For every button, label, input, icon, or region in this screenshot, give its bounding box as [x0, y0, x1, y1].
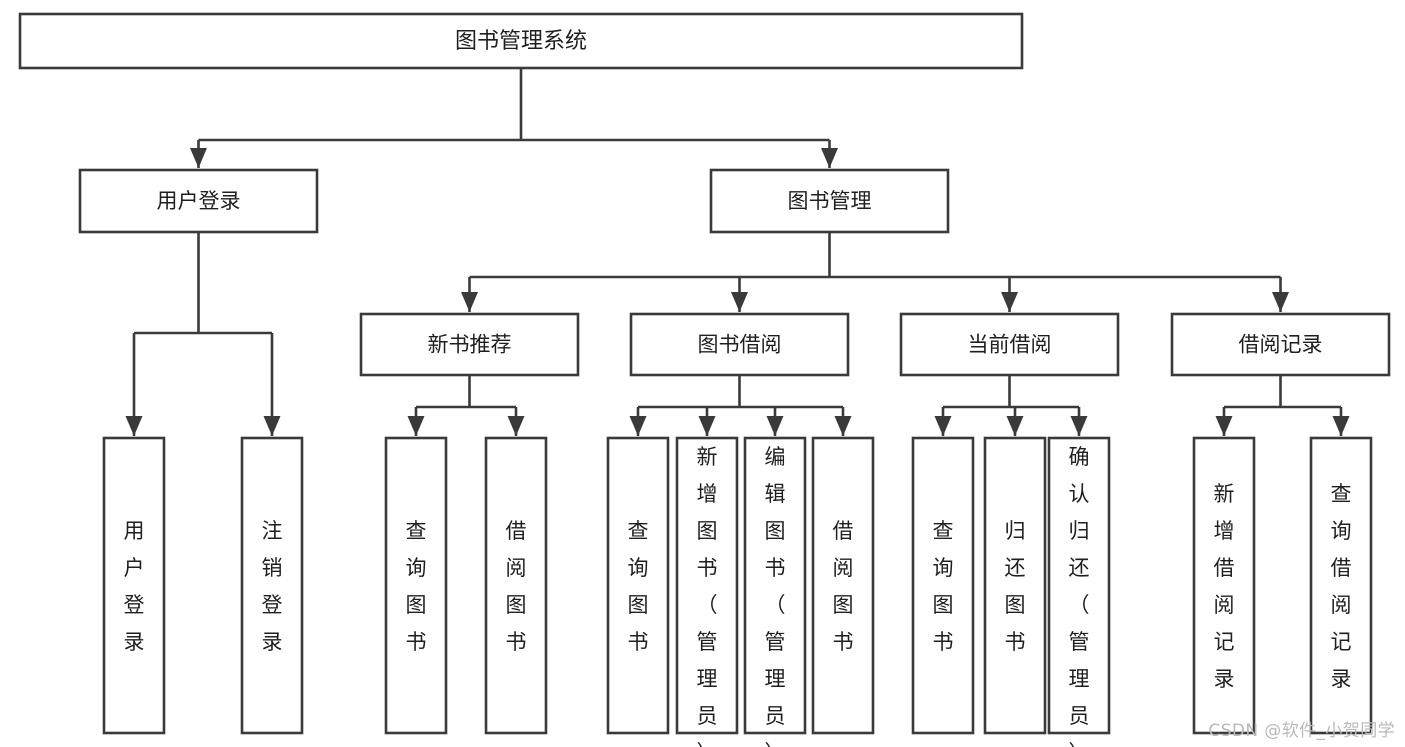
leaf-node-rect[interactable] — [743, 436, 807, 735]
arrow-head-icon — [821, 148, 838, 168]
level1-node-label: 用户登录 — [157, 189, 241, 213]
leaf-node-3[interactable]: 借阅图书 — [484, 436, 548, 735]
level2-node-1[interactable]: 图书借阅 — [629, 312, 850, 377]
leaf-node-0[interactable]: 用户登录 — [102, 436, 166, 735]
level2-node-3[interactable]: 借阅记录 — [1170, 312, 1391, 377]
arrow-head-icon — [1272, 292, 1289, 312]
arrow-head-icon — [766, 416, 784, 436]
leaf-node-9[interactable]: 归还图书 — [983, 436, 1047, 735]
level1-node-rect[interactable] — [709, 168, 950, 234]
root-node[interactable]: 图书管理系统 — [18, 12, 1024, 70]
level1-node-0[interactable]: 用户登录 — [78, 168, 319, 234]
leaf-node-rect[interactable] — [1192, 436, 1256, 735]
level2-node-label: 当前借阅 — [968, 333, 1052, 357]
connector-layer — [125, 68, 1350, 436]
leaf-node-label: 新增借阅记录 — [1214, 482, 1235, 691]
leaf-node-4[interactable]: 查询图书 — [606, 436, 670, 735]
leaf-node-7[interactable]: 借阅图书 — [811, 436, 875, 735]
leaf-node-label: 借阅图书 — [506, 519, 527, 654]
leaf-node-label: 新增图书（管理员） — [697, 445, 718, 747]
arrow-head-icon — [629, 416, 647, 436]
arrow-head-icon — [125, 416, 143, 436]
level2-node-rect[interactable] — [629, 312, 850, 377]
level2-node-2[interactable]: 当前借阅 — [899, 312, 1120, 377]
arrow-head-icon — [461, 292, 478, 312]
leaf-node-label: 编辑图书（管理员） — [765, 445, 786, 747]
leaf-node-label: 借阅图书 — [833, 519, 854, 654]
leaf-node-5[interactable]: 新增图书（管理员） — [675, 436, 739, 747]
leaf-node-rect[interactable] — [911, 436, 975, 735]
level2-node-0[interactable]: 新书推荐 — [359, 312, 580, 377]
arrow-head-icon — [834, 416, 852, 436]
leaf-node-rect[interactable] — [1047, 436, 1111, 735]
arrow-head-icon — [190, 148, 207, 168]
arrow-head-icon — [934, 416, 952, 436]
leaf-node-rect[interactable] — [1309, 436, 1373, 735]
arrow-head-icon — [507, 416, 525, 436]
level2-node-label: 图书借阅 — [698, 333, 782, 357]
arrow-head-icon — [1332, 416, 1350, 436]
level2-node-label: 借阅记录 — [1239, 333, 1323, 357]
leaf-node-rect[interactable] — [240, 436, 304, 735]
arrow-head-icon — [1001, 292, 1018, 312]
leaf-node-12[interactable]: 查询借阅记录 — [1309, 436, 1373, 735]
leaf-node-rect[interactable] — [811, 436, 875, 735]
arrow-head-icon — [1215, 416, 1233, 436]
leaf-node-label: 查询图书 — [406, 519, 427, 654]
arrow-head-icon — [1070, 416, 1088, 436]
leaf-node-label: 查询图书 — [933, 519, 954, 654]
arrow-head-icon — [1006, 416, 1024, 436]
level2-node-rect[interactable] — [359, 312, 580, 377]
leaf-node-11[interactable]: 新增借阅记录 — [1192, 436, 1256, 735]
leaf-node-label: 确认归还（管理员） — [1069, 445, 1090, 747]
leaf-node-1[interactable]: 注销登录 — [240, 436, 304, 735]
root-node-label: 图书管理系统 — [455, 29, 587, 54]
leaf-node-rect[interactable] — [484, 436, 548, 735]
level2-node-label: 新书推荐 — [428, 333, 512, 357]
arrow-head-icon — [698, 416, 716, 436]
leaf-node-rect[interactable] — [102, 436, 166, 735]
leaf-node-label: 注销登录 — [262, 519, 283, 654]
arrow-head-icon — [731, 292, 748, 312]
leaf-node-label: 查询借阅记录 — [1331, 482, 1352, 691]
level2-node-rect[interactable] — [1170, 312, 1391, 377]
leaf-node-6[interactable]: 编辑图书（管理员） — [743, 436, 807, 747]
level2-node-rect[interactable] — [899, 312, 1120, 377]
leaf-node-10[interactable]: 确认归还（管理员） — [1047, 436, 1111, 747]
arrow-head-icon — [407, 416, 425, 436]
level1-node-label: 图书管理 — [788, 189, 872, 213]
leaf-node-rect[interactable] — [675, 436, 739, 735]
level1-node-rect[interactable] — [78, 168, 319, 234]
leaf-node-2[interactable]: 查询图书 — [384, 436, 448, 735]
leaf-node-label: 用户登录 — [124, 519, 145, 654]
leaf-node-8[interactable]: 查询图书 — [911, 436, 975, 735]
node-layer: 图书管理系统用户登录图书管理新书推荐图书借阅当前借阅借阅记录用户登录注销登录查询… — [18, 12, 1391, 747]
leaf-node-rect[interactable] — [983, 436, 1047, 735]
leaf-node-rect[interactable] — [606, 436, 670, 735]
leaf-node-label: 查询图书 — [628, 519, 649, 654]
level1-node-1[interactable]: 图书管理 — [709, 168, 950, 234]
leaf-node-rect[interactable] — [384, 436, 448, 735]
root-node-rect[interactable] — [18, 12, 1024, 70]
arrow-head-icon — [263, 416, 281, 436]
leaf-node-label: 归还图书 — [1005, 519, 1026, 654]
